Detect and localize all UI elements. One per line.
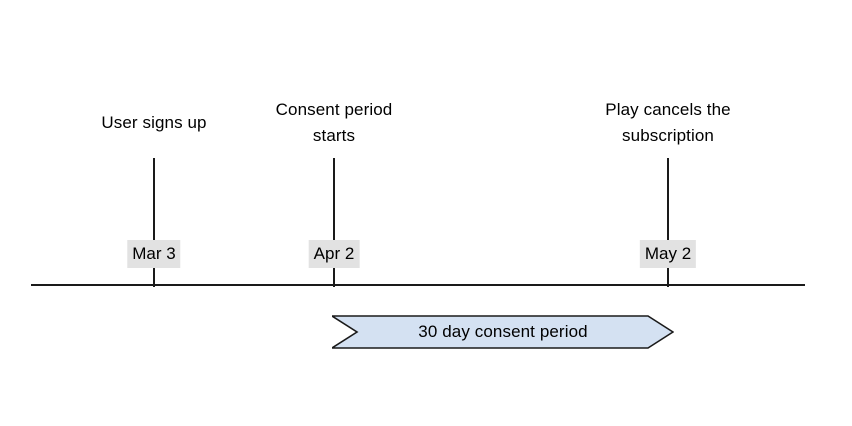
event-title-line-1: Consent period: [275, 100, 393, 119]
event-stem-user-signs-up: [153, 158, 155, 287]
event-title-line-2: starts: [312, 126, 356, 145]
event-title-play-cancels-subscription: Play cancels the subscription: [605, 97, 730, 149]
event-title-user-signs-up: User signs up: [101, 113, 207, 132]
duration-banner-shape: [332, 315, 674, 349]
event-date-consent-period-starts: Apr 2: [308, 240, 360, 268]
event-title-line-2: subscription: [622, 126, 714, 145]
event-stem-play-cancels-subscription: [667, 158, 669, 287]
timeline-axis: [31, 284, 805, 286]
event-stem-consent-period-starts: [333, 158, 335, 287]
event-date-play-cancels-subscription: May 2: [639, 240, 697, 268]
duration-banner-label: 30 day consent period: [418, 322, 588, 341]
event-date-user-signs-up: Mar 3: [127, 240, 181, 268]
event-title-consent-period-starts: Consent period starts: [276, 97, 393, 149]
duration-banner: 30 day consent period: [332, 315, 674, 349]
event-title-line-1: Play cancels the: [605, 100, 731, 119]
